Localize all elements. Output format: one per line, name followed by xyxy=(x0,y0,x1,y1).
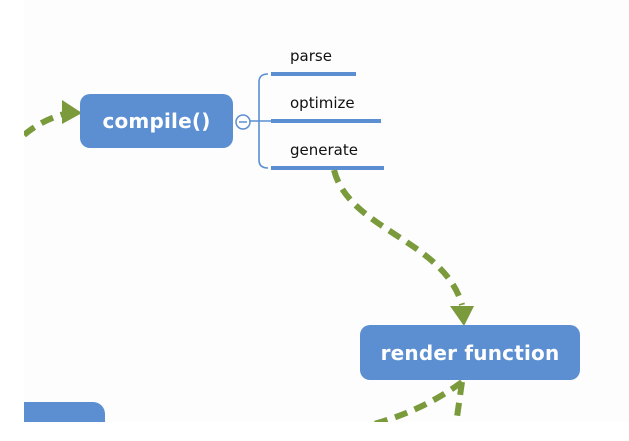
render-node-label: render function xyxy=(380,340,560,365)
arrowhead-render xyxy=(450,306,474,326)
arrow-render-out-down xyxy=(453,381,465,422)
connectors-layer xyxy=(24,73,474,422)
branch-label-optimize[interactable]: optimize xyxy=(290,94,355,112)
compile-node-label: compile() xyxy=(102,109,211,133)
mindmap-canvas: compile() parse optimize generate render… xyxy=(24,0,629,422)
arrow-render-out-left xyxy=(373,379,464,422)
branch-line-parse xyxy=(271,72,356,76)
branch-label-generate[interactable]: generate xyxy=(290,141,358,159)
compile-node[interactable]: compile() xyxy=(80,94,233,148)
branch-line-optimize xyxy=(271,119,381,123)
branch-line-generate xyxy=(271,166,384,170)
render-function-node[interactable]: render function xyxy=(360,325,580,380)
partial-node-bottom-left[interactable] xyxy=(24,402,105,422)
arrowhead-compile xyxy=(62,100,82,124)
branch-label-parse[interactable]: parse xyxy=(290,47,332,65)
arrow-generate-to-render xyxy=(331,169,465,306)
